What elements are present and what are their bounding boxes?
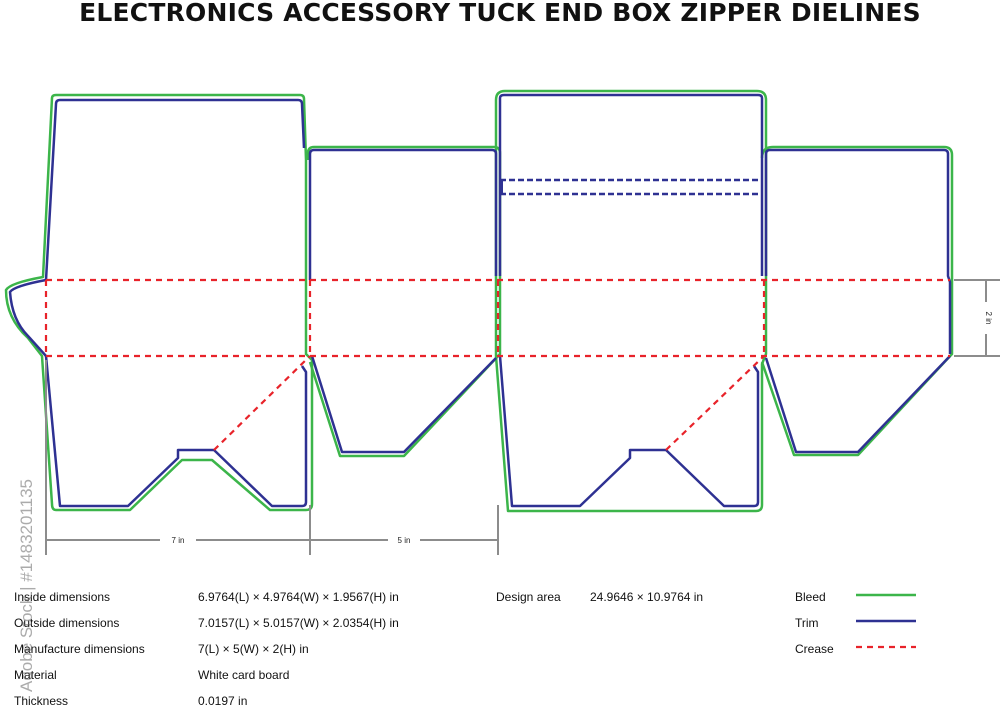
dimension-width-label: 5 in: [398, 536, 411, 545]
watermark-text: Adobe Stock | #1483201135: [17, 479, 36, 692]
legend-trim-label: Trim: [795, 616, 819, 630]
trim-lines: [8, 93, 952, 508]
crease-lines: [44, 278, 950, 451]
spec-material-value: White card board: [198, 668, 290, 682]
trim-side-1: [308, 148, 498, 280]
dimension-lines: [45, 279, 1000, 555]
zipper-strip: [500, 178, 763, 196]
spec-thickness-label: Thickness: [14, 694, 69, 708]
trim-panel-3: [498, 93, 764, 276]
bleed-panel-3: [494, 89, 768, 513]
spec-thickness-value: 0.0197 in: [198, 694, 248, 708]
spec-manufacture-value: 7(L) × 5(W) × 2(H) in: [198, 642, 309, 656]
stock-watermark: Adobe Stock | #1483201135: [17, 479, 36, 692]
legend-bleed-label: Bleed: [795, 590, 826, 604]
dimension-height-label: 2 in: [984, 312, 993, 325]
dimension-length-label: 7 in: [172, 536, 185, 545]
trim-side-2: [310, 355, 497, 454]
trim-side-4: [764, 355, 951, 454]
page-title: ELECTRONICS ACCESSORY TUCK END BOX ZIPPE…: [79, 0, 921, 27]
bleed-panel-4: [760, 145, 954, 457]
spec-material-label: Material: [14, 668, 57, 682]
trim-dust-flap-1: [44, 355, 308, 508]
spec-design-area-label: Design area: [496, 590, 561, 604]
spec-design-area-value: 24.9646 × 10.9764 in: [590, 590, 704, 604]
legend-crease-label: Crease: [795, 642, 834, 656]
trim-dust-flap-3: [498, 355, 760, 508]
bleed-panel-2: [306, 145, 502, 458]
bleed-panel-1: [4, 93, 314, 512]
spec-manufacture-label: Manufacture dimensions: [14, 642, 145, 656]
bleed-lines: [4, 89, 954, 513]
spec-outside-value: 7.0157(L) × 5.0157(W) × 2.0354(H) in: [198, 616, 399, 630]
spec-inside-value: 6.9764(L) × 4.9764(W) × 1.9567(H) in: [198, 590, 399, 604]
spec-inside-label: Inside dimensions: [14, 590, 111, 604]
trim-panel-1: [44, 98, 306, 281]
spec-outside-label: Outside dimensions: [14, 616, 120, 630]
trim-tuck-flap: [8, 278, 47, 357]
trim-panel-4: [764, 148, 952, 354]
